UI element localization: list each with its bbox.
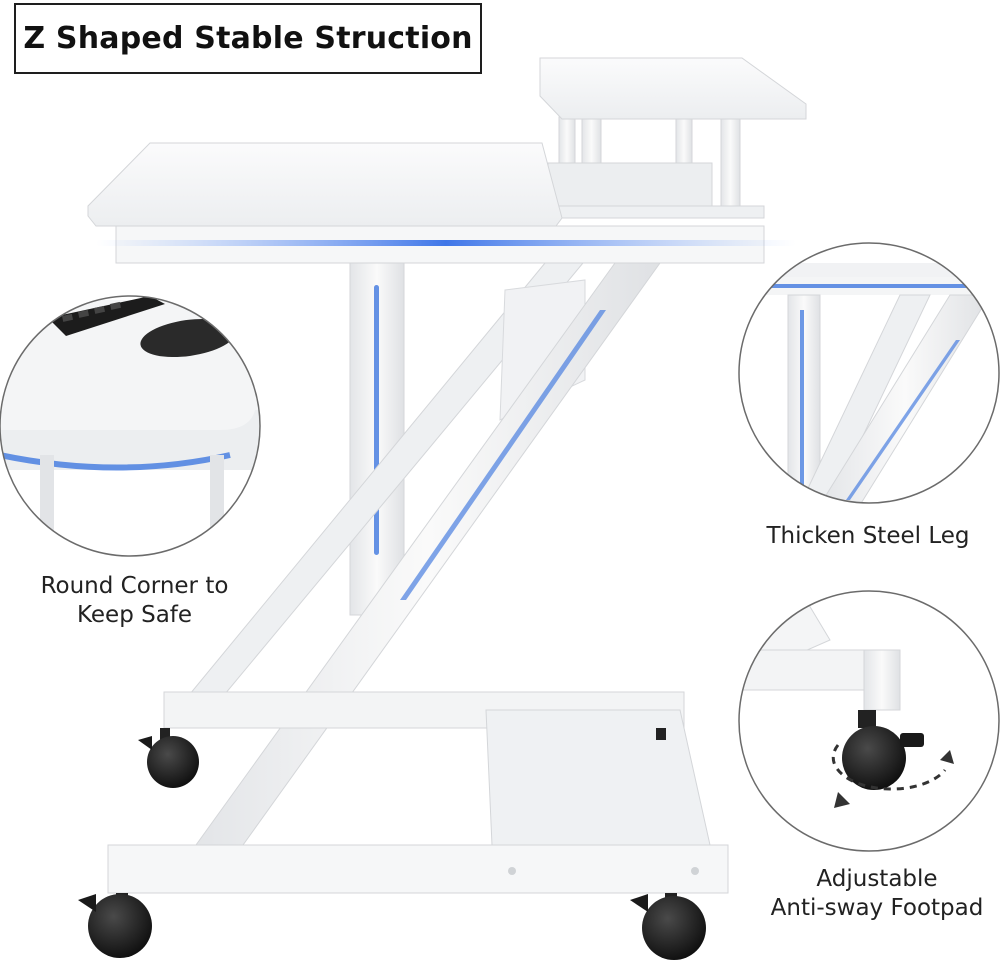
title-box: Z Shaped Stable Struction (14, 3, 482, 74)
front-base-bar (107, 844, 729, 894)
caption-line: Anti-sway Footpad (770, 895, 984, 921)
caption-line: Keep Safe (76, 602, 193, 628)
zoom-footpad (738, 590, 1000, 852)
bottom-shelf (485, 709, 711, 846)
blue-glow-leg (374, 285, 379, 555)
desktop-surface (87, 142, 563, 227)
caption-round-corner: Round Corner to Keep Safe (22, 572, 247, 630)
caption-line: Adjustable (816, 866, 938, 892)
caster-wheel (630, 893, 706, 960)
caster-wheel (656, 728, 666, 740)
title-text: Z Shaped Stable Struction (23, 21, 473, 56)
shelf-post (720, 116, 741, 217)
caster-wheel (78, 893, 152, 958)
desk-main (78, 57, 807, 960)
blue-glow-diagonal (400, 310, 606, 600)
caster-wheel (138, 728, 199, 788)
screw (508, 867, 516, 875)
caption-line: Round Corner to (40, 573, 229, 599)
mouse-icon (140, 318, 236, 358)
shelf-base (547, 205, 765, 219)
screw (691, 867, 699, 875)
dashed-rotation-arrows-icon (831, 744, 954, 808)
blue-glow-apron (96, 240, 796, 246)
caption-steel-leg: Thicken Steel Leg (760, 522, 976, 551)
caption-footpad: Adjustable Anti-sway Footpad (760, 865, 994, 923)
keyboard-icon (48, 296, 165, 336)
zoom-round-corner (0, 295, 261, 557)
shelf-back-panel (547, 162, 713, 207)
monitor-shelf (539, 57, 807, 120)
caption-line: Thicken Steel Leg (766, 523, 970, 549)
zoom-steel-leg (738, 242, 1000, 504)
